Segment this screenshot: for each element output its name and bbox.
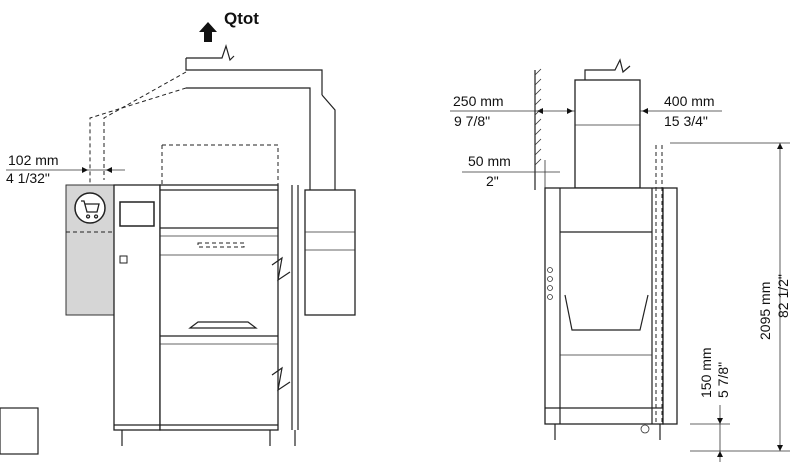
up-arrow-icon [199, 22, 217, 42]
machine-side-body [544, 187, 664, 425]
rear-gap-in: 2" [486, 173, 499, 189]
left-clearance-mm: 102 mm [8, 152, 59, 168]
dashed-duct-a [103, 71, 187, 180]
dashed-hood [162, 144, 279, 185]
foot-height-in: 5 7/8" [715, 362, 731, 398]
total-height-in: 82 1/2" [775, 274, 791, 318]
dashed-duct-b [89, 87, 187, 185]
wall-gap-mm: 250 mm [453, 93, 504, 109]
duct-break [186, 43, 235, 62]
control-knobs [547, 267, 553, 300]
display-screen [119, 201, 155, 227]
side-view: 250 mm 9 7/8" 400 mm 15 3/4" 50 mm 2" [450, 58, 791, 462]
rear-gap-mm: 50 mm [468, 153, 511, 169]
total-height-mm: 2095 mm [757, 282, 773, 340]
flow-label: Qtot [224, 9, 259, 28]
left-clearance-in: 4 1/32" [6, 170, 50, 186]
side-cabinet [304, 189, 356, 316]
side-offset-mm: 400 mm [664, 93, 715, 109]
side-offset-in: 15 3/4" [664, 113, 708, 129]
duct-right [321, 94, 336, 190]
duct-outer [185, 58, 323, 95]
wall-gap-in: 9 7/8" [454, 113, 490, 129]
shopping-cart-icon [74, 192, 106, 224]
duct-inner [186, 87, 311, 190]
foot-height-mm: 150 mm [698, 347, 714, 398]
side-duct [574, 79, 641, 189]
machine-chamber [159, 184, 279, 431]
front-view: Qtot 102 mm 4 1/32" [0, 9, 356, 455]
